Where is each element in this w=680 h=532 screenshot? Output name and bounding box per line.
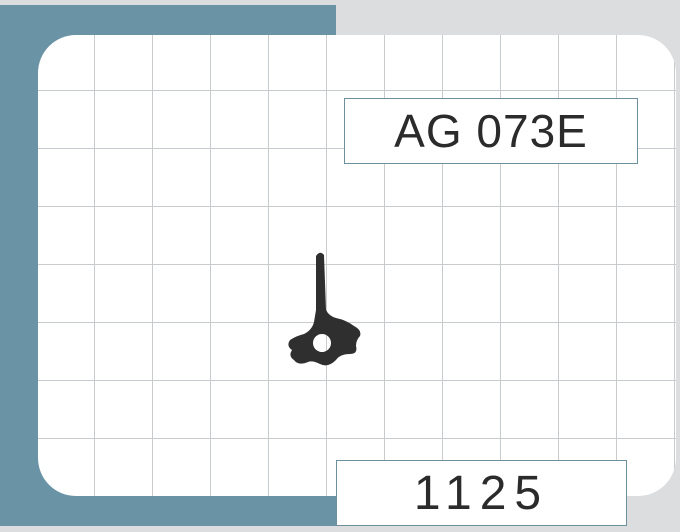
seal-profile-icon [288,252,361,366]
product-code-label: AG 073E [344,98,638,164]
product-number-label: 1125 [336,460,627,526]
